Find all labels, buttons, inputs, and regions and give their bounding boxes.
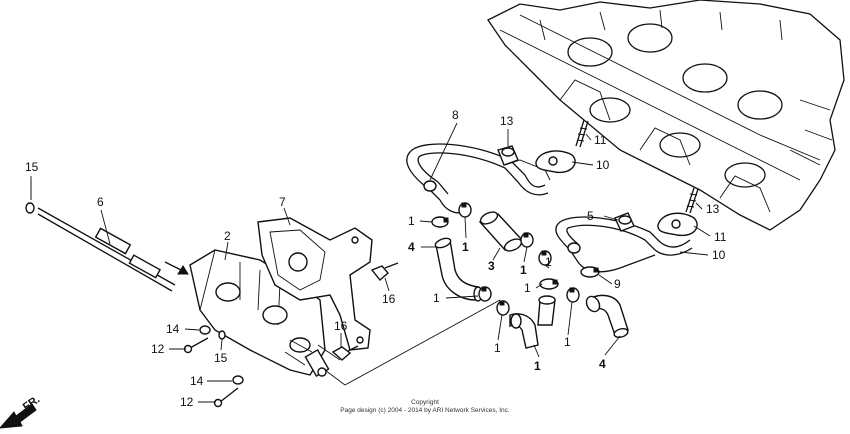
front-direction-arrow-icon: FR. bbox=[0, 393, 42, 429]
callout-5: 4 bbox=[599, 357, 606, 371]
callout-1: 1 bbox=[564, 335, 571, 349]
callout-16: 16 bbox=[382, 292, 396, 306]
bracket-7 bbox=[257, 217, 373, 351]
pipe-8 bbox=[406, 143, 551, 214]
callout-4: 4 bbox=[408, 240, 415, 254]
cylinder-head bbox=[487, 0, 845, 231]
callout-1: 1 bbox=[524, 281, 531, 295]
hose-4-center bbox=[509, 295, 556, 349]
clamp-1-g bbox=[478, 286, 492, 302]
callout-6: 6 bbox=[97, 195, 104, 209]
inlet-arrow bbox=[164, 261, 189, 275]
callout-11: 11 bbox=[594, 133, 607, 147]
callout-2: 2 bbox=[224, 229, 231, 243]
clamp-1-i bbox=[566, 287, 580, 303]
callout-9: 10 bbox=[712, 248, 726, 262]
callout-1: 1 bbox=[433, 291, 440, 305]
callout-10: 10 bbox=[596, 158, 610, 172]
grommet-13-top bbox=[497, 145, 519, 166]
callout-1: 1 bbox=[462, 240, 469, 254]
callout-1: 1 bbox=[408, 214, 415, 228]
callout-12: 12 bbox=[180, 395, 194, 409]
bolt-16-upper bbox=[370, 262, 399, 282]
cable-6 bbox=[37, 207, 176, 292]
stud-11-lower bbox=[685, 187, 699, 214]
leader-lines bbox=[30, 122, 711, 403]
callout-14: 14 bbox=[166, 322, 180, 336]
bolt-16-lower bbox=[331, 345, 359, 361]
clip-15-top bbox=[25, 180, 35, 214]
callout-1: 1 bbox=[545, 255, 552, 269]
callout-4: 1 bbox=[534, 359, 541, 373]
callout-12: 12 bbox=[151, 342, 165, 356]
clip-15-b bbox=[218, 330, 226, 340]
clamp-1-h bbox=[496, 300, 510, 316]
callout-3: 3 bbox=[488, 259, 495, 273]
assembly-lines bbox=[317, 299, 501, 386]
hose-3 bbox=[478, 211, 524, 252]
copyright-line-2: Page design (c) 2004 - 2014 by ARI Netwo… bbox=[340, 407, 510, 414]
bolt-12-b bbox=[213, 387, 239, 408]
gasket-10-lower bbox=[657, 212, 698, 237]
clamp-1-b bbox=[458, 202, 472, 218]
clamp-1-c bbox=[520, 232, 534, 248]
clamp-1-e bbox=[539, 278, 559, 290]
callout-13: 13 bbox=[500, 114, 514, 128]
grommet-13-lower bbox=[614, 212, 635, 232]
clamp-1-f bbox=[580, 266, 600, 278]
callout-14: 14 bbox=[190, 374, 204, 388]
callout-15: 15 bbox=[214, 351, 228, 365]
callout-labels: 15 6 2 7 14 12 15 14 12 16 16 8 13 11 10… bbox=[25, 108, 727, 409]
callout-1: 9 bbox=[614, 277, 621, 291]
hose-4-left bbox=[434, 237, 483, 302]
callout-1: 1 bbox=[494, 341, 501, 355]
stud-11-top bbox=[575, 119, 589, 148]
copyright-notice: Copyright Page design (c) 2004 - 2014 by… bbox=[340, 399, 510, 414]
callout-8: 8 bbox=[452, 108, 459, 122]
bolt-12-a bbox=[183, 337, 209, 354]
gasket-10-top bbox=[535, 150, 576, 174]
hose-5 bbox=[585, 294, 629, 338]
washer-14-a bbox=[199, 325, 211, 335]
pipe-9 bbox=[555, 216, 693, 273]
callout-13: 5 bbox=[587, 209, 594, 223]
callout-10: 11 bbox=[714, 230, 727, 244]
callout-1: 1 bbox=[520, 263, 527, 277]
callout-15: 15 bbox=[25, 160, 39, 174]
callout-16: 16 bbox=[334, 319, 348, 333]
clamp-1-a bbox=[431, 216, 449, 228]
copyright-line-1: Copyright bbox=[411, 399, 439, 406]
washer-14-b bbox=[232, 375, 244, 385]
callout-11: 13 bbox=[706, 202, 720, 216]
callout-7: 7 bbox=[279, 195, 286, 209]
